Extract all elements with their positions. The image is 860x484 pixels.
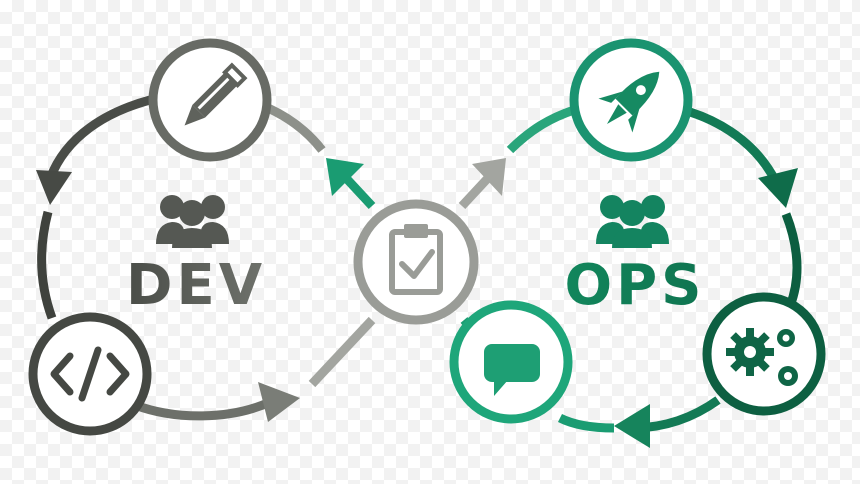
rocket-node [569,38,693,162]
pencil-node [148,38,272,162]
dev-arc-left [37,210,57,320]
connector-center-to-top-right [458,174,492,210]
ops-arc-top-right [688,107,781,185]
chat-bubble-icon [484,344,540,396]
people-icon [596,195,669,248]
dev-arrowhead-down [36,170,72,205]
dev-arrowhead-right [258,382,300,422]
dev-loop: DEV [28,38,326,436]
people-icon [156,195,229,248]
ops-arrowhead-down [758,168,798,208]
pencil-icon [184,62,248,126]
chat-node [449,300,573,424]
arrowhead-up-left [326,158,364,196]
arrowhead-up-right [472,158,506,196]
dev-arc-top-right [266,103,326,153]
rocket-icon [598,71,660,133]
clipboard-check-icon [389,224,443,295]
center-hub [308,158,506,388]
ops-arc-bottom-left [557,413,615,433]
connector-center-to-bottom-left [308,316,376,388]
ops-arc-top-left [506,105,576,154]
dev-label: DEV [126,253,266,318]
ops-arrowhead-left [614,404,650,448]
gears-icon [726,328,798,386]
gears-node [702,292,826,416]
code-icon [50,346,130,402]
code-node [28,312,152,436]
ops-label: OPS [565,253,706,318]
connector-center-to-top-left [342,174,376,210]
dev-arc-bottom [133,397,272,421]
ops-loop: OPS [449,38,826,448]
ops-arc-right [781,212,802,308]
